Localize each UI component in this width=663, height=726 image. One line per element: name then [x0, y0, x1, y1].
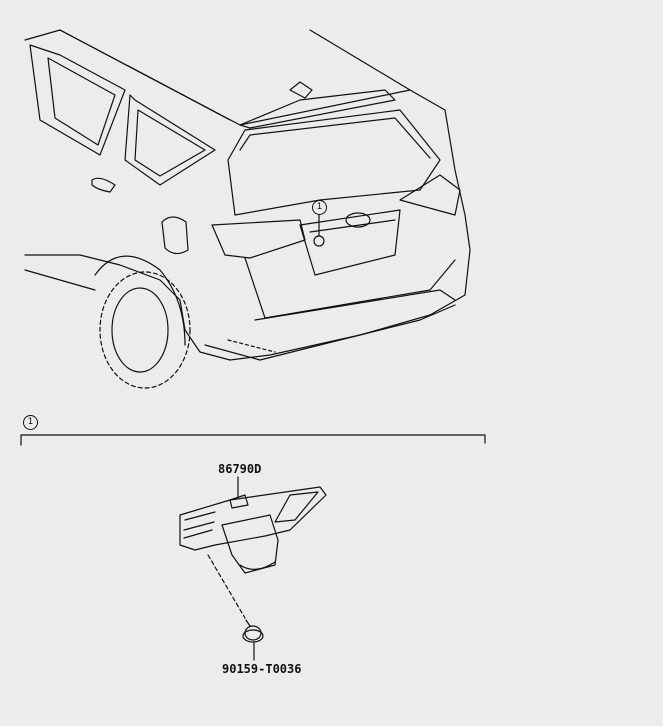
- part-number-camera[interactable]: 86790D: [218, 462, 262, 476]
- part-number-screw[interactable]: 90159-T0036: [222, 662, 302, 676]
- vehicle-callout-1[interactable]: 1: [312, 200, 327, 215]
- section-callout-1: 1: [23, 415, 38, 430]
